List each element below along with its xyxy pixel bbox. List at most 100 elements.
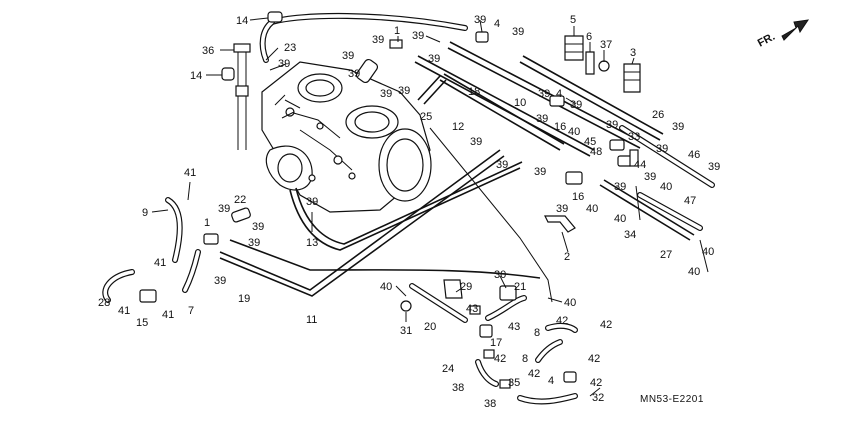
joint-17 <box>479 324 493 338</box>
callout-10: 10 <box>514 97 526 109</box>
callout-14: 14 <box>190 70 202 82</box>
callout-41: 41 <box>184 167 196 179</box>
callout-41: 41 <box>162 309 174 321</box>
callout-39: 39 <box>342 50 354 62</box>
callout-22: 22 <box>234 194 246 206</box>
bolt-31 <box>400 300 412 312</box>
joint-43a <box>469 305 481 315</box>
callout-39: 39 <box>614 181 626 193</box>
callout-33: 33 <box>628 131 640 143</box>
hoses <box>102 12 715 405</box>
bracket-6 <box>585 51 595 75</box>
callout-42: 42 <box>590 377 602 389</box>
bolt-37 <box>598 60 610 72</box>
callout-16: 16 <box>572 191 584 203</box>
arrow-icon <box>781 19 810 41</box>
callout-7: 7 <box>188 305 194 317</box>
callout-40: 40 <box>614 213 626 225</box>
callout-26: 26 <box>652 109 664 121</box>
clamp-5 <box>564 35 584 61</box>
bracket-2 <box>544 215 576 233</box>
callout-40: 40 <box>688 266 700 278</box>
callout-44: 44 <box>634 159 646 171</box>
callout-39: 39 <box>644 171 656 183</box>
callout-25: 25 <box>420 111 432 123</box>
callout-40: 40 <box>660 181 672 193</box>
joint-4a <box>475 31 489 43</box>
bracket-30 <box>499 285 517 301</box>
callout-39: 39 <box>412 30 424 42</box>
callout-47: 47 <box>684 195 696 207</box>
callout-40: 40 <box>380 281 392 293</box>
leader-lines <box>151 17 709 397</box>
joint-44 <box>629 149 639 167</box>
joint-4c <box>563 371 577 383</box>
callout-46: 46 <box>688 149 700 161</box>
callout-39: 39 <box>380 88 392 100</box>
callout-39: 39 <box>218 203 230 215</box>
callout-14: 14 <box>236 15 248 27</box>
connector-39 <box>355 58 379 84</box>
callout-24: 24 <box>442 363 454 375</box>
callout-30: 30 <box>494 269 506 281</box>
callout-35: 35 <box>508 377 520 389</box>
callout-18: 18 <box>468 86 480 98</box>
callout-29: 29 <box>460 281 472 293</box>
callout-11: 11 <box>306 314 317 326</box>
callout-39: 39 <box>538 88 550 100</box>
callout-36: 36 <box>202 45 214 57</box>
callout-42: 42 <box>494 353 506 365</box>
callout-39: 39 <box>278 58 290 70</box>
callout-39: 39 <box>534 166 546 178</box>
callout-42: 42 <box>588 353 600 365</box>
callout-32: 32 <box>592 392 604 404</box>
callout-41: 41 <box>118 305 130 317</box>
callout-39: 39 <box>474 14 486 26</box>
bracket-29 <box>443 279 463 299</box>
carburetor-assembly <box>261 61 432 213</box>
callout-39: 39 <box>512 26 524 38</box>
callout-39: 39 <box>556 203 568 215</box>
callout-39: 39 <box>398 85 410 97</box>
joint-1a <box>389 39 403 49</box>
callout-37: 37 <box>600 39 612 51</box>
callout-13: 13 <box>306 237 318 249</box>
callout-21: 21 <box>514 281 526 293</box>
callout-19: 19 <box>238 293 250 305</box>
callout-42: 42 <box>556 315 568 327</box>
callout-39: 39 <box>306 196 318 208</box>
callout-39: 39 <box>606 119 618 131</box>
joint-24 <box>483 349 495 359</box>
callout-39: 39 <box>672 121 684 133</box>
callout-43: 43 <box>508 321 520 333</box>
callout-15: 15 <box>136 317 148 329</box>
callout-9: 9 <box>142 207 148 219</box>
callout-39: 39 <box>536 113 548 125</box>
joint-15 <box>139 289 157 303</box>
callout-39: 39 <box>348 68 360 80</box>
callout-39: 39 <box>248 237 260 249</box>
callout-39: 39 <box>252 221 264 233</box>
callout-42: 42 <box>600 319 612 331</box>
callout-1: 1 <box>204 217 210 229</box>
joint-22 <box>231 207 251 223</box>
callout-38: 38 <box>484 398 496 410</box>
drawing-code: MN53-E2201 <box>640 394 704 405</box>
callout-16: 16 <box>554 121 566 133</box>
callout-20: 20 <box>424 321 436 333</box>
callout-2: 2 <box>564 251 570 263</box>
joint-45 <box>609 139 625 151</box>
callout-8: 8 <box>534 327 540 339</box>
callout-31: 31 <box>400 325 412 337</box>
callout-17: 17 <box>490 337 502 349</box>
callout-12: 12 <box>452 121 464 133</box>
callout-40: 40 <box>564 297 576 309</box>
callout-28: 28 <box>98 297 110 309</box>
callout-39: 39 <box>428 53 440 65</box>
callout-27: 27 <box>660 249 672 261</box>
callout-5: 5 <box>570 14 576 26</box>
cap-14a <box>267 11 283 23</box>
callout-8: 8 <box>522 353 528 365</box>
callout-38: 38 <box>452 382 464 394</box>
joint-16b <box>565 171 583 185</box>
